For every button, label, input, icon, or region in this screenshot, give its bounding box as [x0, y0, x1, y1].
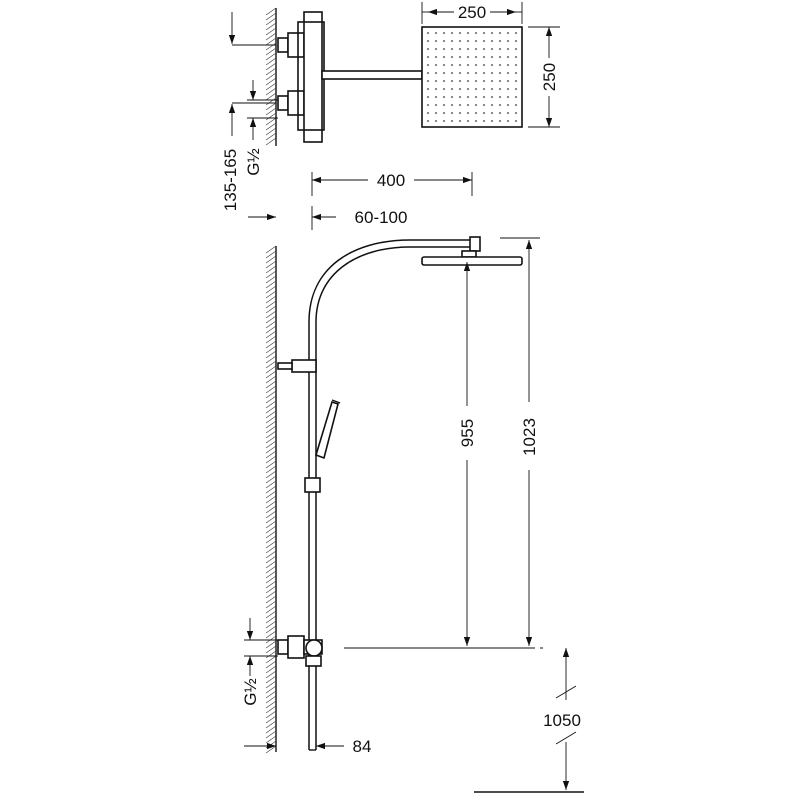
slider-holder — [304, 477, 321, 493]
arm-reach-label: 400 — [377, 171, 405, 190]
nozzle-grid — [427, 32, 517, 122]
top-wall — [265, 7, 277, 146]
inlet-thread-bottom-label: G½ — [241, 678, 260, 705]
head-width-label: 250 — [458, 3, 486, 22]
top-inlet-upper — [277, 32, 305, 58]
bar-to-wall-label: 84 — [353, 737, 372, 756]
head-depth-label: 250 — [540, 63, 559, 91]
wall-offset-label: 60-100 — [355, 208, 408, 227]
side-view: 955 1023 1050 G½ 84 — [241, 236, 584, 793]
upper-wall-bracket — [277, 359, 317, 373]
top-shower-head — [421, 26, 523, 128]
head-to-valve-label: 955 — [458, 419, 477, 447]
thermostatic-valve — [277, 635, 323, 667]
side-wall — [265, 245, 277, 754]
curved-shower-arm — [308, 239, 472, 362]
top-mixer-body — [303, 11, 323, 143]
riser-bar — [308, 362, 317, 751]
top-inlet-lower — [277, 90, 305, 116]
side-shower-head — [421, 256, 523, 266]
total-height-label: 1023 — [520, 418, 539, 456]
top-view: 250 250 135-165 G½ 400 60-100 — [221, 2, 560, 230]
top-shower-arm — [321, 70, 423, 80]
inlet-thread-top-label: G½ — [244, 148, 263, 175]
valve-spacing-label: 135-165 — [221, 149, 240, 211]
arm-end-connector — [469, 236, 481, 252]
hand-shower — [315, 399, 341, 460]
valve-to-floor-label: 1050 — [543, 711, 581, 730]
